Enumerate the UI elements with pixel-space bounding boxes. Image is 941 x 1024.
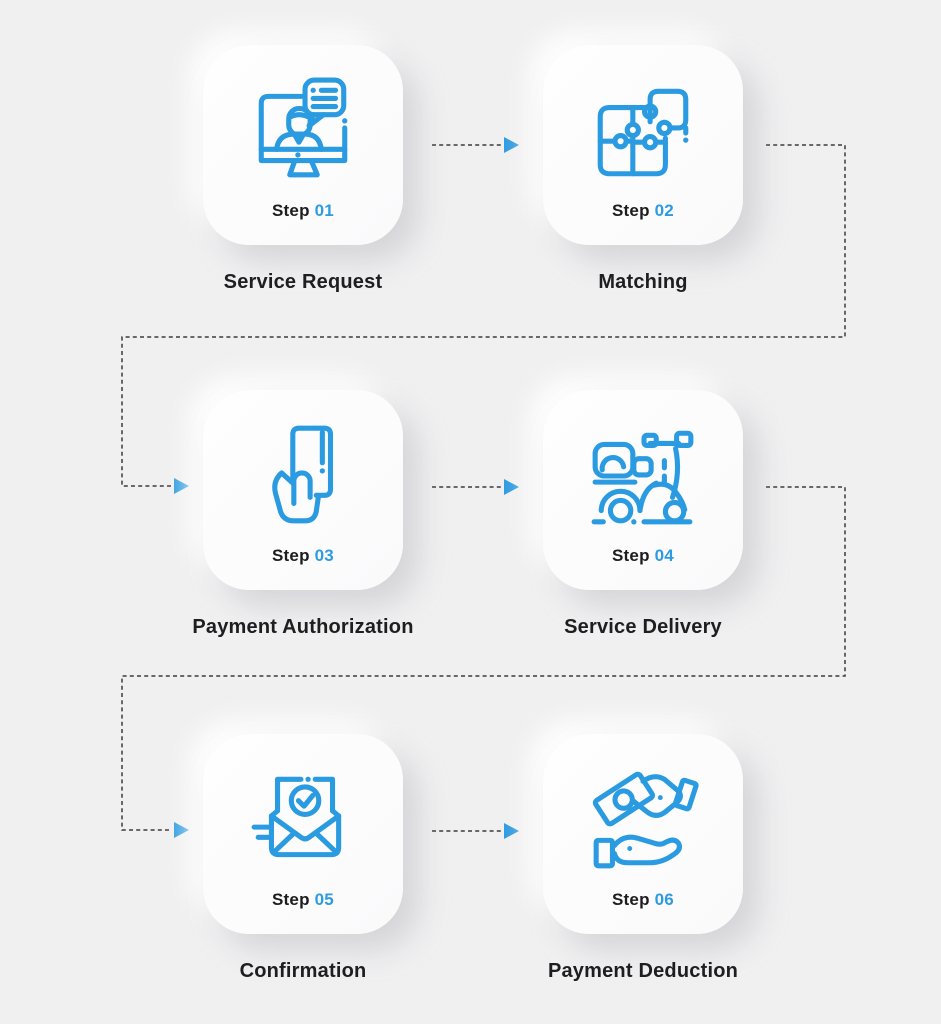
step-5-title: Confirmation <box>239 960 367 982</box>
step-1-card: Step 01 <box>203 45 403 245</box>
step-word: Step <box>272 201 310 220</box>
hand-credit-card-icon <box>247 420 359 532</box>
step-4-label: Step 04 <box>612 544 674 568</box>
step-word: Step <box>612 546 650 565</box>
step-2-title: Matching <box>598 271 688 293</box>
step-word: Step <box>612 201 650 220</box>
step-4-title: Service Delivery <box>564 616 722 638</box>
step-number: 04 <box>654 546 674 565</box>
step-number: 06 <box>654 890 674 909</box>
step-1-label: Step 01 <box>272 199 334 223</box>
step-1-title: Service Request <box>223 271 383 293</box>
monitor-chat-icon <box>247 75 359 187</box>
step-5-card: Step 05 <box>203 734 403 934</box>
delivery-scooter-icon <box>587 420 699 532</box>
step-word: Step <box>612 890 650 909</box>
step-3-label: Step 03 <box>272 544 334 568</box>
step-3-card: Step 03 <box>203 390 403 590</box>
step-6-title: Payment Deduction <box>547 960 739 982</box>
step-5-label: Step 05 <box>272 888 334 912</box>
step-6-cell: Step 06 Payment Deduction <box>503 734 783 983</box>
step-3-cell: Step 03 Payment Authorization <box>163 390 443 639</box>
step-2-cell: Step 02 Matching <box>503 45 783 294</box>
step-number: 02 <box>654 201 674 220</box>
step-5-cell: Step 05 Confirmation <box>163 734 443 983</box>
step-6-card: Step 06 <box>543 734 743 934</box>
step-2-card: Step 02 <box>543 45 743 245</box>
step-2-label: Step 02 <box>612 199 674 223</box>
step-1-cell: Step 01 Service Request <box>163 45 443 294</box>
step-word: Step <box>272 546 310 565</box>
step-3-title: Payment Authorization <box>192 616 414 638</box>
puzzle-pieces-icon <box>587 75 699 187</box>
step-4-card: Step 04 <box>543 390 743 590</box>
step-number: 03 <box>314 546 334 565</box>
step-6-label: Step 06 <box>612 888 674 912</box>
step-word: Step <box>272 890 310 909</box>
step-number: 05 <box>314 890 334 909</box>
step-4-cell: Step 04 Service Delivery <box>503 390 783 639</box>
step-number: 01 <box>314 201 334 220</box>
money-exchange-hands-icon <box>587 764 699 876</box>
envelope-check-icon <box>247 764 359 876</box>
